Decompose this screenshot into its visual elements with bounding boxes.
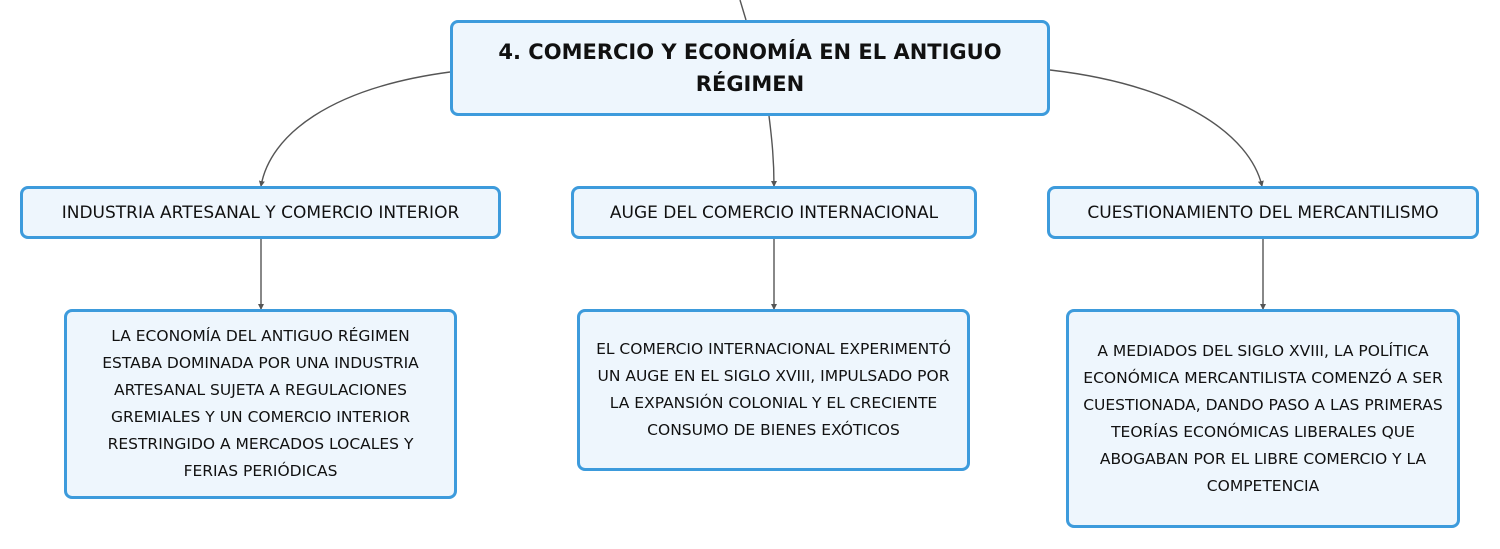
detail-topic-text: LA ECONOMÍA DEL ANTIGUO RÉGIMEN ESTABA D… <box>102 327 419 480</box>
connector-root-to-branch-1 <box>258 71 451 187</box>
parent-connector <box>739 0 747 21</box>
root-topic-node[interactable]: 4. COMERCIO Y ECONOMÍA EN EL ANTIGUO RÉG… <box>450 20 1050 116</box>
detail-topic-text: A MEDIADOS DEL SIGLO XVIII, LA POLÍTICA … <box>1083 341 1443 495</box>
detail-topic-industria-artesanal[interactable]: LA ECONOMÍA DEL ANTIGUO RÉGIMEN ESTABA D… <box>64 309 457 499</box>
connector-root-to-branch-2 <box>768 115 777 187</box>
connector-root-to-branch-3 <box>1049 69 1264 187</box>
detail-topic-comercio-internacional[interactable]: EL COMERCIO INTERNACIONAL EXPERIMENTÓ UN… <box>577 309 970 471</box>
branch-topic-comercio-internacional[interactable]: AUGE DEL COMERCIO INTERNACIONAL <box>571 186 977 239</box>
branch-topic-label: AUGE DEL COMERCIO INTERNACIONAL <box>609 202 939 223</box>
detail-topic-mercantilismo[interactable]: A MEDIADOS DEL SIGLO XVIII, LA POLÍTICA … <box>1066 309 1460 528</box>
branch-topic-industria-artesanal[interactable]: INDUSTRIA ARTESANAL Y COMERCIO INTERIOR <box>20 186 501 239</box>
branch-topic-label: CUESTIONAMIENTO DEL MERCANTILISMO <box>1087 202 1439 223</box>
branch-topic-mercantilismo[interactable]: CUESTIONAMIENTO DEL MERCANTILISMO <box>1047 186 1479 239</box>
detail-topic-text: EL COMERCIO INTERNACIONAL EXPERIMENTÓ UN… <box>596 340 951 439</box>
root-topic-title: 4. COMERCIO Y ECONOMÍA EN EL ANTIGUO RÉG… <box>498 40 1002 96</box>
branch-topic-label: INDUSTRIA ARTESANAL Y COMERCIO INTERIOR <box>61 202 460 223</box>
